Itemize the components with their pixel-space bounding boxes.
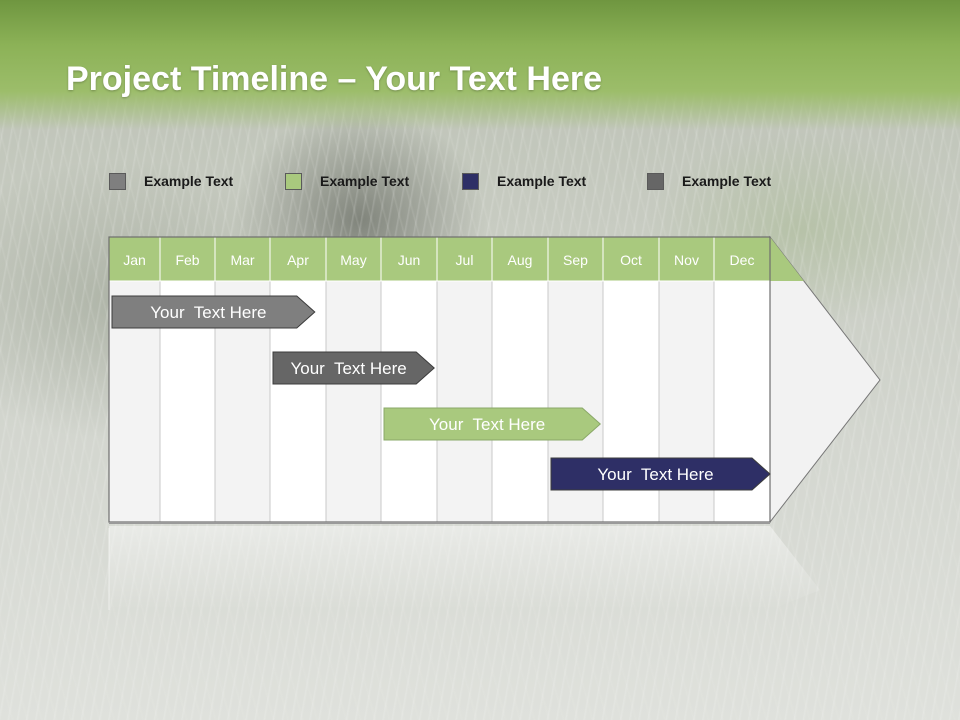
month-label-nov: Nov bbox=[674, 252, 699, 268]
task-arrow-2 bbox=[272, 351, 435, 385]
arrow-head-band bbox=[770, 237, 804, 281]
month-header-mar bbox=[214, 236, 271, 282]
legend-label-1: Example Text bbox=[144, 173, 234, 189]
month-column-may bbox=[325, 280, 382, 523]
legend-label-3: Example Text bbox=[497, 173, 587, 189]
month-column-jun bbox=[380, 280, 438, 523]
month-label-feb: Feb bbox=[175, 252, 199, 268]
month-label-aug: Aug bbox=[508, 252, 533, 268]
month-label-mar: Mar bbox=[230, 252, 254, 268]
legend-item-4: Example Text bbox=[647, 170, 771, 192]
month-header-oct bbox=[602, 236, 660, 282]
month-label-oct: Oct bbox=[620, 252, 642, 268]
slide-title-bold: Project Timeline bbox=[66, 60, 329, 98]
legend-item-3: Example Text bbox=[462, 170, 586, 192]
month-label-apr: Apr bbox=[287, 252, 309, 268]
month-label-may: May bbox=[340, 252, 366, 268]
task-label-4: Your Text Here bbox=[597, 465, 713, 484]
month-column-aug bbox=[491, 280, 549, 523]
month-header-jun bbox=[380, 236, 438, 282]
month-column-jul bbox=[436, 280, 493, 523]
task-arrow-3 bbox=[383, 407, 602, 441]
month-label-dec: Dec bbox=[730, 252, 755, 268]
legend-swatch-2 bbox=[285, 172, 302, 190]
task-label-1: Your Text Here bbox=[150, 303, 266, 322]
task-label-2: Your Text Here bbox=[290, 359, 406, 378]
legend-label-2: Example Text bbox=[320, 173, 410, 189]
month-header-feb bbox=[159, 236, 216, 282]
month-label-jul: Jul bbox=[456, 252, 474, 268]
month-label-jun: Jun bbox=[398, 252, 421, 268]
task-arrow-4 bbox=[550, 457, 771, 491]
timeline-body: Jan Feb Mar Apr May Jun Jul Aug Sep Oct Nov DecYour… bbox=[108, 235, 881, 524]
slide-title-rest: – Your Text Here bbox=[328, 60, 603, 98]
legend-item-1: Example Text bbox=[109, 170, 233, 192]
legend-label-4: Example Text bbox=[682, 173, 772, 189]
month-label-jan: Jan bbox=[123, 252, 146, 268]
month-header-apr bbox=[269, 236, 327, 282]
legend-swatch-3 bbox=[462, 172, 479, 190]
legend-swatch-1 bbox=[109, 172, 126, 190]
task-label-3: Your Text Here bbox=[429, 415, 545, 434]
legend-swatch-4 bbox=[647, 172, 664, 190]
month-header-may bbox=[325, 236, 382, 282]
reflection-shape bbox=[109, 526, 820, 610]
task-arrow-1 bbox=[111, 295, 316, 329]
legend-item-2: Example Text bbox=[285, 170, 409, 192]
timeline-reflection bbox=[108, 526, 820, 610]
slide-title: Project Timeline – Your Text Here bbox=[66, 60, 602, 99]
month-header-sep bbox=[547, 236, 604, 282]
month-header-nov bbox=[658, 236, 715, 282]
month-label-sep: Sep bbox=[563, 252, 588, 268]
header-band bbox=[0, 0, 960, 130]
